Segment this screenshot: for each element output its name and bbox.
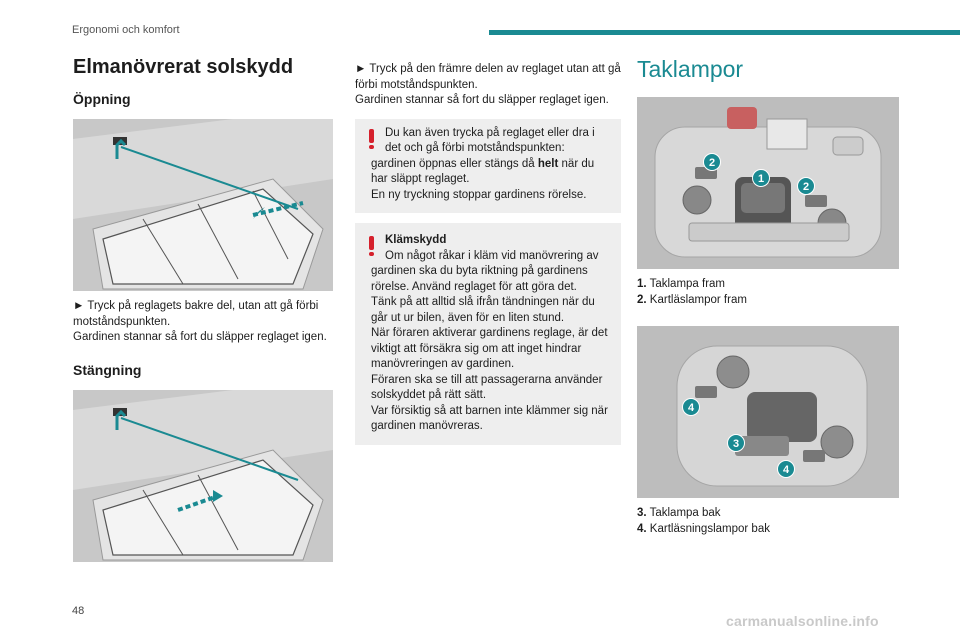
opening-heading: Öppning [73, 91, 131, 107]
warning-box-anti-pinch: Klämskydd Om något råkar i kläm vid manö… [355, 223, 621, 445]
sunblind-closing-illustration [73, 389, 333, 562]
watermark: carmanualsonline.info [726, 613, 879, 629]
front-lights-legend: 1. Taklampa fram 2. Kartläslampor fram [637, 277, 899, 308]
column-sunblind: Elmanövrerat solskydd Öppning ► Tryck på… [73, 56, 335, 562]
warning-box-full-movement: Du kan även trycka på reglaget eller dra… [355, 118, 621, 213]
anti-pinch-p3: När föraren aktiverar gardinens reglage,… [371, 327, 608, 370]
list-item: 3. Taklampa bak [637, 507, 721, 519]
sunblind-opening-illustration [73, 119, 333, 291]
front-ceiling-lights-illustration: 1 2 2 [637, 97, 899, 269]
warning1-line2: gardinen öppnas eller stängs då helt när… [371, 157, 595, 186]
section-header: Ergonomi och komfort [72, 24, 180, 36]
opening-instruction: ► Tryck på reglagets bakre del, utan att… [73, 300, 319, 328]
rear-ceiling-lights-illustration: 3 4 4 [637, 326, 899, 498]
list-item: 2. Kartläslampor fram [637, 293, 747, 306]
closing-note: Gardinen stannar så fort du släpper regl… [355, 94, 609, 106]
warning-exclamation-icon [369, 128, 376, 149]
closing-heading: Stängning [73, 361, 142, 378]
header-accent-bar [489, 30, 960, 35]
closing-instruction: ► Tryck på den främre delen av reglaget … [355, 63, 621, 91]
anti-pinch-p4: Föraren ska se till att passagerarna anv… [371, 373, 603, 402]
anti-pinch-p5: Var försiktig så att barnen inte klämmer… [371, 404, 608, 433]
sunblind-closing-image [73, 389, 333, 562]
anti-pinch-title: Klämskydd [385, 234, 447, 246]
callout-badge-4-left: 4 [682, 398, 700, 416]
callout-badge-1: 1 [752, 169, 770, 187]
anti-pinch-p1: Om något råkar i kläm vid manövrering av… [371, 249, 599, 293]
sunblind-opening-image [73, 119, 333, 291]
column-instructions: ► Tryck på den främre delen av reglaget … [355, 62, 621, 445]
rear-lights-legend: 3. Taklampa bak 4. Kartläsningslampor ba… [637, 506, 899, 537]
ceiling-lights-title: Taklampor [637, 56, 744, 82]
warning-exclamation-icon [369, 236, 376, 256]
rear-ceiling-lights-image [637, 326, 899, 498]
list-item: 1. Taklampa fram [637, 278, 726, 290]
warning1-line1: Du kan även trycka på reglaget eller dra… [385, 126, 595, 155]
callout-badge-2-right: 2 [797, 177, 815, 195]
list-item: 4. Kartläsningslampor bak [637, 522, 770, 535]
sunblind-title: Elmanövrerat solskydd [73, 56, 294, 78]
callout-badge-3: 3 [727, 434, 745, 452]
opening-note: Gardinen stannar så fort du släpper regl… [73, 331, 327, 343]
callout-badge-2-left: 2 [703, 153, 721, 171]
column-ceiling-lights: Taklampor 1 2 2 1. Taklampa fram 2. Kart… [637, 56, 899, 537]
warning1-line3: En ny tryckning stoppar gardinens rörels… [371, 188, 587, 201]
callout-badge-4-right: 4 [777, 460, 795, 478]
anti-pinch-p2: Tänk på att alltid slå ifrån tändningen … [371, 296, 595, 324]
page-number: 48 [72, 605, 85, 617]
